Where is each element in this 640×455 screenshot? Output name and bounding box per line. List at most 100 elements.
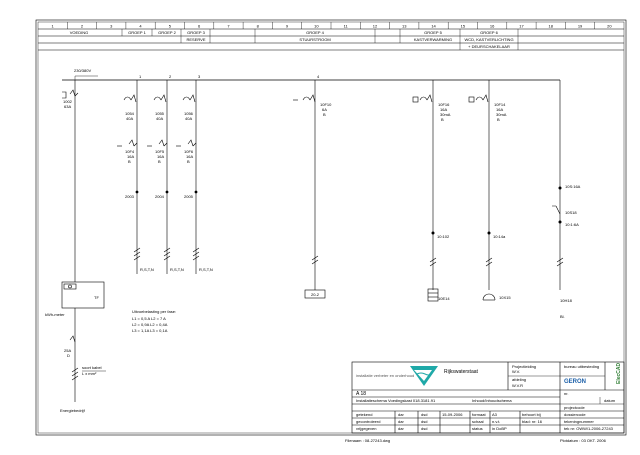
stuur-breaker-id: 10F10 (320, 102, 332, 107)
wcd-breaker-a: 16A (496, 107, 503, 112)
column-number: 15 (461, 24, 466, 29)
main-breaker-id: 1002 (63, 99, 73, 104)
tekeningnummer: tekeningnummer (564, 419, 594, 424)
rcd-a: 16A (127, 154, 134, 159)
breaker-id: 1055 (155, 111, 165, 116)
wcd-breaker-b: 30mA (496, 112, 507, 117)
phase-2: 2 (169, 74, 172, 79)
door-wire2: Bl. (560, 314, 565, 319)
group-6: GROEP 6 (480, 30, 498, 35)
blad: blad: nr: 16 (522, 419, 543, 424)
row-gecontroleerd-c3: dsd (421, 419, 427, 424)
column-number: 16 (490, 24, 495, 29)
breaker-id: 1056 (184, 111, 194, 116)
door-wire: 10:1:6A (565, 222, 579, 227)
rst-label: R,S,T,N (199, 267, 213, 272)
meter-section: TF kWh-meter 25A D soort kabel L x mm² E… (45, 281, 106, 413)
stuurstroom-circuit: 10F10 6A B 20-2 (293, 80, 332, 299)
group-voeding: VOEDING (70, 30, 88, 35)
door-top: 10S:16A (565, 184, 581, 189)
breaker-rating: 40A (126, 116, 133, 121)
rcd-a: 16A (157, 154, 164, 159)
load-title: Uitvoebelasting per fase: (132, 309, 176, 314)
nr-label: nr. (564, 391, 568, 396)
wcd-circuit: 10F14 16A 30mA B 10:14a 10X15 10S:16A 10… (468, 80, 581, 319)
group-2: GROEP 2 (158, 30, 176, 35)
main-breaker-rating: 63A (64, 104, 71, 109)
heater-label: 10E14 (438, 296, 450, 301)
main-breaker: 1002 63A (62, 80, 79, 282)
footer-plot: Plotdatum : 03 OKT. 2006 (560, 438, 607, 443)
drawing-number: tek nr: OWW/1-2006-27243 (564, 426, 614, 431)
rst-label: R,S,T,N (170, 267, 184, 272)
kastverwarming-circuit: 10F16 16A 30mA B 10:102 10E14 (412, 80, 451, 302)
breaker-id: 1054 (125, 111, 135, 116)
column-number: 3 (110, 24, 113, 29)
phase-4: 4 (317, 74, 320, 79)
column-number: 19 (578, 24, 583, 29)
cable-line-1: soort kabel (82, 365, 102, 370)
wv: W.V. (512, 369, 520, 374)
row-vrijgegeven-c3: dsd (421, 426, 427, 431)
row-vrijgegeven-c5: status (472, 426, 483, 431)
heater-wire: 10:102 (437, 234, 450, 239)
drawing-frame (35, 19, 627, 436)
kast-breaker-c: B (441, 117, 444, 122)
phase-3: 3 (198, 74, 201, 79)
row-vrijgegeven-c6: in DoBP (492, 426, 507, 431)
datum-label: datum (604, 398, 616, 403)
breaker-rating: 40A (185, 116, 192, 121)
group-deurschakelaar: + DEURSCHAKELAAR (468, 44, 510, 49)
row-getekend-c4: 15-09-2006 (442, 412, 463, 417)
geron-logo: GERON (564, 379, 586, 385)
energy-company: Energiebedrijf (60, 408, 86, 413)
kast-breaker-a: 16A (440, 107, 447, 112)
row-vrijgegeven-label: vrijgegeven (356, 426, 376, 431)
inner-frame (37, 21, 625, 434)
column-number: 7 (227, 24, 230, 29)
stuur-breaker-b: B (323, 112, 326, 117)
bureau: bureau uitbesteding (564, 364, 599, 369)
rcd-id: 10F4 (125, 149, 135, 154)
sheet-no: A 18 (356, 391, 366, 397)
group-3: GROEP 3 (187, 30, 205, 35)
row-getekend-label: getekend (356, 412, 372, 417)
behoort-bij: behoort bij (522, 412, 541, 417)
projectleiding: Projectleiding (512, 364, 536, 369)
wcd-breaker-id: 10F14 (494, 102, 506, 107)
column-number: 5 (169, 24, 172, 29)
row-getekend-c2: dar (398, 412, 404, 417)
rijkswaterstaat-logo (410, 366, 438, 386)
row-gecontroleerd-c6: n.v.t. (492, 419, 500, 424)
row-getekend-c5: formaat (472, 412, 486, 417)
door-switch-id: 10S18 (565, 210, 577, 215)
row-gecontroleerd-label: gecontroleerd (356, 419, 380, 424)
description: Installatieschema Voedingskast 018.3181.… (356, 398, 436, 403)
load-line-1: L1 = 0,5 A L2 = 7 A (132, 316, 166, 321)
column-number: 18 (549, 24, 554, 29)
logo-text: Rijkswaterstaat (444, 369, 479, 375)
row-gecontroleerd-c5: schaal (472, 419, 484, 424)
kast-breaker-id: 10F16 (438, 102, 450, 107)
group-4: GROEP 4 (306, 30, 324, 35)
rcd-b: B (187, 159, 190, 164)
group-stuurstroom: STUURSTROOM (299, 37, 330, 42)
column-number: 9 (286, 24, 289, 29)
column-number: 6 (198, 24, 201, 29)
breaker-rating: 40A (156, 116, 163, 121)
socket-wire: 10:14a (493, 234, 506, 239)
group-5: GROEP 5 (424, 30, 442, 35)
title-block: installatie verbeter en onderhoud Rijksw… (351, 361, 625, 434)
wcd-breaker-c: B (497, 117, 500, 122)
ref-box-label: 20-2 (311, 292, 320, 297)
column-number: 17 (519, 24, 524, 29)
column-number: 11 (344, 24, 349, 29)
column-number: 14 (431, 24, 436, 29)
afdeling: afdeling (512, 377, 526, 382)
output-id: 2004 (155, 194, 165, 199)
rcd-b: B (128, 159, 131, 164)
